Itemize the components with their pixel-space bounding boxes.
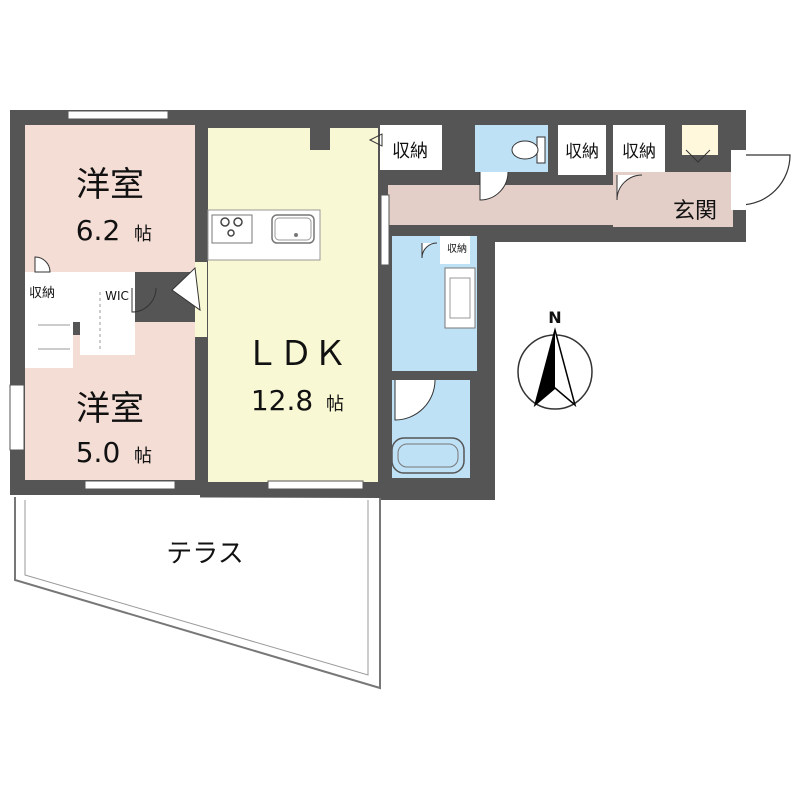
sink-basin [274,217,312,241]
ldk-floor [208,128,378,482]
sink-drain [294,233,298,237]
door-swing [421,242,438,259]
bath-closet [440,236,470,264]
window [267,480,364,490]
wash-basin [449,277,471,319]
toilet-icon [511,140,539,160]
western-room-2-unit: 帖 [134,446,152,467]
door-swing [394,379,436,421]
western-room-1-floor [25,125,195,272]
top-closet-2-floor [613,125,665,175]
western-room-1-name: 洋室 [76,165,144,205]
top-closet-2-label: 収納 [622,142,656,162]
western-room-1-size: 6.2 [76,214,121,247]
burner-icon [227,229,235,237]
terrace-name: テラス [166,539,243,569]
burner-icon [220,217,230,227]
bathtub [391,437,465,474]
compass-north-label: N [548,308,561,327]
terrace-inner-line [24,500,369,676]
ldk-size: 12.8 [251,384,313,417]
kitchen-sink [271,214,315,244]
door-swing [479,171,509,201]
door-swing [34,256,51,273]
western-room-1-unit: 帖 [134,224,152,245]
top-closet-1-label: 収納 [565,142,599,162]
door-swing [131,287,157,313]
terrace-outline [14,497,381,690]
top-closet-1-floor [558,125,606,175]
door-swing [685,149,711,163]
shoe-cabinet [682,125,718,155]
ldk-name: ＬＤＫ [245,334,347,374]
western-room-2-name: 洋室 [76,389,144,429]
burner-icon [233,217,243,227]
wic-label: WIC [105,289,129,303]
left-closet-label: 収納 [29,286,55,301]
western-room-2-size: 5.0 [76,436,121,469]
left-lower-closet [25,310,73,368]
window [84,480,176,490]
window [9,384,25,451]
entrance-floor [613,172,733,227]
ldk-closet [380,125,442,170]
stove-top [211,214,253,244]
window [67,110,169,120]
ldk-unit: 帖 [326,394,344,415]
ldk-closet-label: 収納 [392,141,428,162]
western-room-2-floor-top [135,322,195,337]
compass: N [517,308,593,410]
bath-closet-label: 収納 [447,242,467,255]
entrance-name: 玄関 [673,199,717,224]
front-door-frame [731,150,746,210]
inner-hall [195,262,207,337]
wic-area [80,285,135,355]
door-swing [171,266,201,312]
bathtub-inner [397,443,459,468]
closet-door-arrow-icon [368,133,383,147]
window [380,194,390,266]
door-swing [616,174,643,201]
front-door-swing [739,154,791,206]
